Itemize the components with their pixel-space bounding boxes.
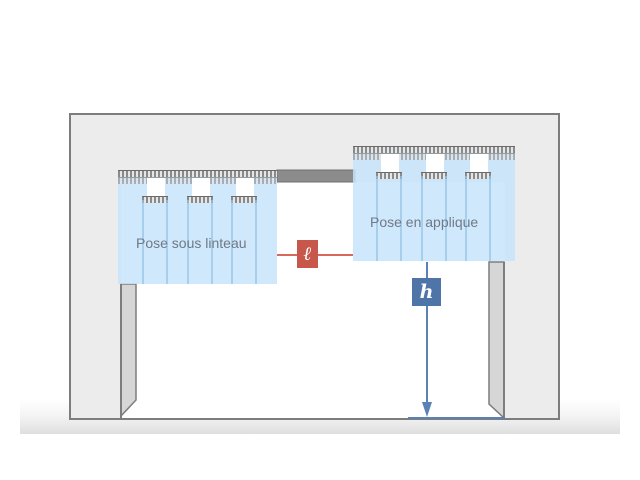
curtain-under-lintel: Pose sous linteau (118, 170, 277, 284)
label-pose-sous-linteau: Pose sous linteau (136, 235, 247, 251)
width-dimension-badge: ℓ (297, 240, 318, 268)
width-symbol: ℓ (303, 243, 312, 265)
curtain-wall-mounted: Pose en applique (353, 146, 515, 261)
label-pose-en-applique: Pose en applique (370, 214, 479, 230)
height-symbol: h (419, 281, 434, 303)
height-dimension-badge: h (412, 278, 441, 306)
